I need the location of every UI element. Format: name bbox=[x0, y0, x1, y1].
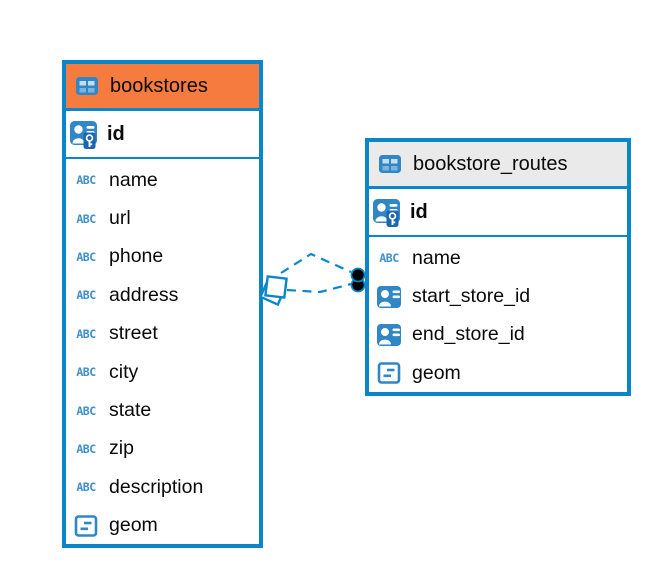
column-name: state bbox=[109, 399, 152, 422]
column-name: start_store_id bbox=[412, 285, 531, 308]
relationship-source-handle[interactable] bbox=[258, 275, 288, 307]
primary-key-row[interactable]: id bbox=[66, 111, 259, 159]
column-name: city bbox=[109, 360, 139, 383]
column-row[interactable]: ABC description bbox=[66, 468, 259, 506]
column-name: address bbox=[109, 283, 179, 306]
text-type-icon: ABC bbox=[76, 403, 96, 418]
column-name: url bbox=[109, 207, 131, 230]
table-title: bookstores bbox=[110, 74, 208, 97]
relationship-endpoint-dot bbox=[350, 267, 366, 283]
text-type-icon: ABC bbox=[76, 211, 96, 226]
column-row[interactable]: ABC street bbox=[66, 315, 259, 353]
column-row[interactable]: ABC name bbox=[369, 239, 627, 277]
geometry-type-icon bbox=[373, 361, 405, 385]
column-name: street bbox=[109, 322, 158, 345]
primary-key-row[interactable]: id bbox=[369, 189, 627, 237]
column-row[interactable]: ABC name bbox=[66, 161, 259, 199]
column-row[interactable]: ABC zip bbox=[66, 430, 259, 468]
table-bookstore-routes[interactable]: bookstore_routes id ABC name start_store… bbox=[365, 138, 631, 396]
text-type-icon: ABC bbox=[76, 365, 96, 380]
column-row[interactable]: start_store_id bbox=[369, 277, 627, 315]
table-icon bbox=[71, 76, 103, 96]
column-row[interactable]: geom bbox=[369, 354, 627, 392]
text-type-icon: ABC bbox=[76, 288, 96, 303]
column-row[interactable]: ABC address bbox=[66, 276, 259, 314]
column-row[interactable]: geom bbox=[66, 507, 259, 545]
primary-key-name: id bbox=[107, 122, 125, 145]
column-name: phone bbox=[109, 245, 164, 268]
reference-column-icon bbox=[373, 284, 405, 310]
table-bookstores[interactable]: bookstores id ABC name ABC url ABC phone… bbox=[62, 60, 263, 548]
relationship-line-upper[interactable] bbox=[280, 252, 352, 274]
relationship-endpoint-dot bbox=[350, 277, 366, 293]
table-title: bookstore_routes bbox=[413, 152, 568, 175]
column-name: zip bbox=[109, 437, 134, 460]
column-row[interactable]: ABC url bbox=[66, 199, 259, 237]
primary-key-icon bbox=[68, 119, 100, 150]
column-list: ABC name ABC url ABC phone ABC address A… bbox=[66, 159, 259, 547]
relationship-line-lower[interactable] bbox=[286, 282, 352, 294]
table-header[interactable]: bookstores bbox=[66, 64, 259, 111]
column-row[interactable]: ABC state bbox=[66, 391, 259, 429]
reference-column-icon bbox=[373, 322, 405, 348]
column-row[interactable]: ABC phone bbox=[66, 238, 259, 276]
primary-key-name: id bbox=[410, 200, 428, 223]
table-icon bbox=[374, 154, 406, 174]
text-type-icon: ABC bbox=[76, 173, 96, 188]
text-type-icon: ABC bbox=[379, 251, 399, 266]
text-type-icon: ABC bbox=[76, 480, 96, 495]
table-header[interactable]: bookstore_routes bbox=[369, 142, 627, 189]
text-type-icon: ABC bbox=[76, 326, 96, 341]
column-name: end_store_id bbox=[412, 323, 525, 346]
column-name: name bbox=[412, 246, 461, 269]
column-name: name bbox=[109, 168, 158, 191]
column-list: ABC name start_store_id end_store_id geo… bbox=[369, 237, 627, 395]
column-name: geom bbox=[412, 361, 461, 384]
primary-key-icon bbox=[371, 197, 403, 228]
column-name: geom bbox=[109, 514, 158, 537]
column-name: description bbox=[109, 475, 204, 498]
geometry-type-icon bbox=[70, 514, 102, 538]
column-row[interactable]: end_store_id bbox=[369, 316, 627, 354]
text-type-icon: ABC bbox=[76, 441, 96, 456]
relationship-connector[interactable] bbox=[258, 252, 366, 307]
text-type-icon: ABC bbox=[76, 249, 96, 264]
column-row[interactable]: ABC city bbox=[66, 353, 259, 391]
